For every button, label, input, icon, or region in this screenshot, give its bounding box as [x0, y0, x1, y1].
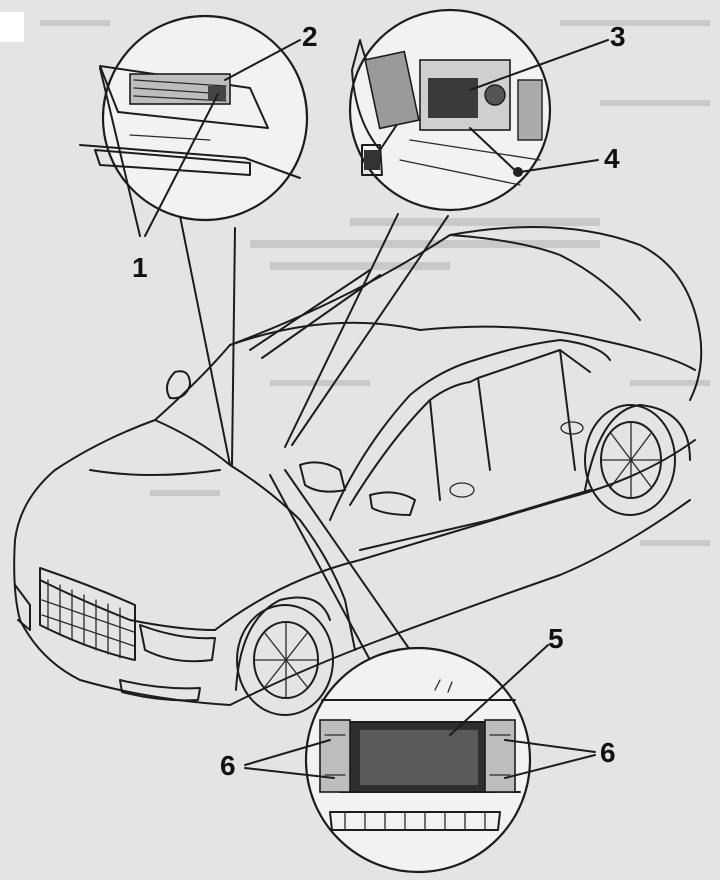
callout-3: 3	[610, 21, 626, 52]
connector-lines	[179, 213, 449, 661]
callout-labels: 1 2 3 4 5 6 6	[132, 21, 626, 781]
background-text-noise	[40, 20, 710, 546]
callout-1: 1	[132, 252, 148, 283]
detail-bubble-engine-bay	[348, 8, 552, 212]
detail-bubble-roof-console	[79, 14, 309, 222]
detail-bubble-trunk-control-unit	[304, 646, 532, 874]
callout-6-right: 6	[600, 737, 616, 768]
callout-5: 5	[548, 623, 564, 654]
callout-4: 4	[604, 143, 620, 174]
corner-label-box	[0, 12, 24, 42]
callout-6-left: 6	[220, 750, 236, 781]
callout-2: 2	[302, 21, 318, 52]
leader-lines	[99, 39, 609, 779]
car-illustration	[13, 226, 703, 716]
